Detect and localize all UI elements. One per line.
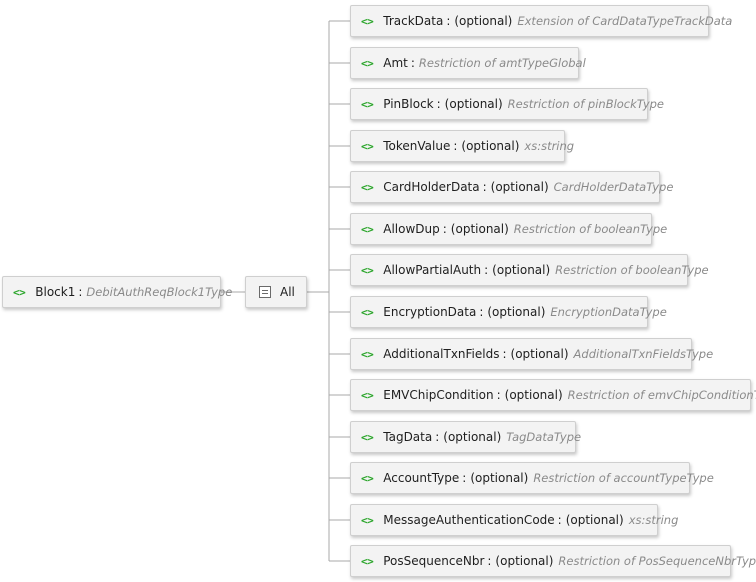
child-separator: : — [453, 139, 458, 153]
child-element-type: Restriction of accountTypeType — [533, 471, 714, 485]
child-element-node[interactable]: <> PinBlock:(optional) Restriction of pinB… — [350, 88, 664, 120]
child-element-name: AccountType — [383, 471, 460, 485]
child-element-name: AllowDup — [383, 222, 440, 236]
root-separator: : — [78, 285, 83, 299]
child-element-type: AdditionalTxnFieldsType — [573, 347, 714, 361]
element-icon: <> — [13, 285, 26, 299]
element-icon: <> — [361, 14, 374, 28]
element-icon: <> — [361, 513, 374, 527]
child-optional-flag: (optional) — [454, 14, 513, 28]
child-element-node[interactable]: <> AdditionalTxnFields:(optional) Addition… — [350, 338, 713, 370]
child-optional-flag: (optional) — [510, 347, 569, 361]
child-optional-flag: (optional) — [450, 222, 509, 236]
child-separator: : — [484, 263, 489, 277]
all-compositor-node[interactable]: All — [245, 276, 307, 308]
child-separator: : — [479, 305, 484, 319]
element-icon: <> — [361, 56, 374, 70]
child-element-type: Restriction of booleanType — [513, 222, 668, 236]
child-separator: : — [557, 513, 562, 527]
child-optional-flag: (optional) — [492, 263, 551, 277]
child-separator: : — [446, 14, 451, 28]
child-optional-flag: (optional) — [495, 554, 554, 568]
child-element-type: Restriction of pinBlockType — [507, 97, 664, 111]
element-icon: <> — [361, 347, 374, 361]
child-optional-flag: (optional) — [470, 471, 529, 485]
child-element-node[interactable]: <> AllowDup:(optional) Restriction of bool… — [350, 213, 667, 245]
child-element-node[interactable]: <> EMVChipCondition:(optional) Restriction… — [350, 379, 756, 411]
element-icon: <> — [361, 180, 374, 194]
child-optional-flag: (optional) — [490, 180, 549, 194]
child-element-node[interactable]: <> CardHolderData:(optional) CardHolderDat… — [350, 171, 673, 203]
child-element-name: EMVChipCondition — [383, 388, 494, 402]
child-element-name: Amt — [383, 56, 408, 70]
child-element-name: CardHolderData — [383, 180, 480, 194]
child-element-name: MessageAuthenticationCode — [383, 513, 555, 527]
child-element-type: Restriction of amtTypeGlobal — [418, 56, 586, 70]
element-icon: <> — [361, 139, 374, 153]
child-element-name: TokenValue — [383, 139, 451, 153]
root-element-type: DebitAuthReqBlock1Type — [86, 285, 233, 299]
child-separator: : — [502, 347, 507, 361]
child-element-node[interactable]: <> TrackData:(optional) Extension of CardD… — [350, 5, 732, 37]
child-optional-flag: (optional) — [443, 430, 502, 444]
child-separator: : — [487, 554, 492, 568]
child-separator: : — [436, 97, 441, 111]
child-element-type: TagDataType — [506, 430, 582, 444]
child-element-name: TagData — [383, 430, 433, 444]
root-element-node[interactable]: <> Block1 : DebitAuthReqBlock1Type — [2, 276, 232, 308]
child-separator: : — [482, 180, 487, 194]
child-element-type: Restriction of PosSequenceNbrType — [558, 554, 756, 568]
child-element-node[interactable]: <> TokenValue:(optional) xs:string — [350, 130, 574, 162]
element-icon: <> — [361, 222, 374, 236]
child-element-type: Restriction of emvChipConditionType — [567, 388, 756, 402]
child-optional-flag: (optional) — [487, 305, 546, 319]
child-element-name: TrackData — [383, 14, 444, 28]
child-separator: : — [410, 56, 415, 70]
child-element-type: EncryptionDataType — [550, 305, 667, 319]
element-icon: <> — [361, 305, 374, 319]
element-icon: <> — [361, 430, 374, 444]
child-element-name: AdditionalTxnFields — [383, 347, 500, 361]
child-element-type: CardHolderDataType — [553, 180, 674, 194]
child-element-node[interactable]: <> AccountType:(optional) Restriction of a… — [350, 462, 714, 494]
child-element-type: Extension of CardDataTypeTrackData — [517, 14, 733, 28]
element-icon: <> — [361, 388, 374, 402]
child-optional-flag: (optional) — [565, 513, 624, 527]
child-element-name: EncryptionData — [383, 305, 477, 319]
child-element-node[interactable]: <> PosSequenceNbr:(optional) Restriction o… — [350, 545, 756, 577]
child-element-type: Restriction of booleanType — [555, 263, 709, 277]
child-optional-flag: (optional) — [504, 388, 563, 402]
child-element-name: AllowPartialAuth — [383, 263, 482, 277]
element-icon: <> — [361, 97, 374, 111]
child-optional-flag: (optional) — [444, 97, 503, 111]
all-compositor-icon — [259, 286, 271, 298]
compositor-label: All — [280, 285, 295, 299]
child-separator: : — [462, 471, 467, 485]
child-element-type: xs:string — [524, 139, 575, 153]
child-element-name: PosSequenceNbr — [383, 554, 485, 568]
child-optional-flag: (optional) — [461, 139, 520, 153]
child-separator: : — [435, 430, 440, 444]
child-element-node[interactable]: <> MessageAuthenticationCode:(optional) xs… — [350, 504, 678, 536]
child-element-node[interactable]: <> Amt:Restriction of amtTypeGlobal — [350, 47, 586, 79]
child-separator: : — [496, 388, 501, 402]
child-separator: : — [442, 222, 447, 236]
element-icon: <> — [361, 554, 374, 568]
element-icon: <> — [361, 263, 374, 277]
element-icon: <> — [361, 471, 374, 485]
child-element-node[interactable]: <> AllowPartialAuth:(optional) Restriction… — [350, 254, 709, 286]
child-element-node[interactable]: <> TagData:(optional) TagDataType — [350, 421, 581, 453]
child-element-type: xs:string — [628, 513, 679, 527]
child-element-node[interactable]: <> EncryptionData:(optional) EncryptionDat… — [350, 296, 667, 328]
child-element-name: PinBlock — [383, 97, 434, 111]
root-element-name: Block1 — [35, 285, 76, 299]
